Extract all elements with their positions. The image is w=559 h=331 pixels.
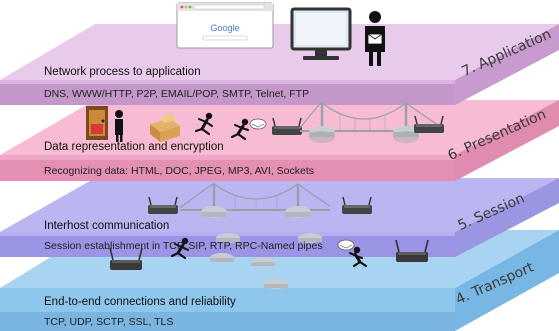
person-at-door-icon: [115, 110, 123, 142]
transport-running-man-icon: [170, 237, 189, 260]
network-switch-icon-left: [309, 126, 335, 143]
presentation-protocol-band: [0, 160, 455, 181]
application-protocols: DNS, WWW/HTTP, P2P, EMAIL/POP, SMTP, Tel…: [44, 88, 310, 100]
transport-switch-5-icon: [264, 279, 288, 289]
transport-flying-letter-icon: [337, 239, 355, 251]
presentation-layer-side: [455, 100, 559, 181]
browser-window-icon: [176, 2, 274, 49]
application-layer-top: [0, 24, 559, 80]
application-title: Network process to application: [44, 66, 201, 78]
router-icon-left: [272, 117, 302, 135]
transport-switch-2-icon: [298, 233, 322, 243]
transport-title: End-to-end connections and reliability: [44, 296, 236, 308]
transport-router-left-icon: [109, 247, 143, 270]
running-man-icon: [194, 112, 213, 136]
transport-switch-4-icon: [251, 257, 275, 267]
transport-layer-side: [455, 230, 559, 331]
transport-protocols: TCP, UDP, SCTP, SSL, TLS: [44, 316, 174, 328]
google-logo: Google: [210, 23, 239, 33]
transport-protocol-band: [0, 312, 455, 331]
session-layer-side: [455, 178, 559, 257]
presentation-title: Data representation and encryption: [44, 141, 224, 153]
transport-switch-1-icon: [216, 233, 240, 243]
vault-door-icon: [86, 106, 108, 140]
transport-running-man-right-icon: [349, 246, 368, 268]
session-switch-right-icon: [285, 206, 311, 218]
session-switch-left-icon: [201, 206, 227, 218]
running-man-with-letter-icon: [230, 118, 249, 141]
network-switch-icon-right: [393, 126, 419, 143]
transport-router-right-icon: [395, 239, 429, 262]
application-layer-side: [455, 24, 559, 105]
flying-letter-icon: [249, 118, 267, 130]
session-title: Interhost communication: [44, 220, 170, 232]
application-protocol-band: [0, 84, 455, 105]
application-layer: [0, 24, 559, 105]
user-with-letter-icon: [365, 11, 385, 66]
presentation-protocols: Recognizing data: HTML, DOC, JPEG, MP3, …: [44, 165, 314, 177]
router-icon-right: [414, 115, 444, 133]
transport-switch-3-icon: [210, 253, 234, 263]
open-box-icon: [150, 113, 180, 142]
session-router-left-icon: [148, 196, 178, 214]
session-layer-top: [0, 178, 559, 232]
session-protocols: Session establishment in TCP, SIP, RTP, …: [44, 240, 323, 252]
desktop-computer-icon: [290, 7, 352, 60]
session-router-right-icon: [342, 196, 372, 214]
